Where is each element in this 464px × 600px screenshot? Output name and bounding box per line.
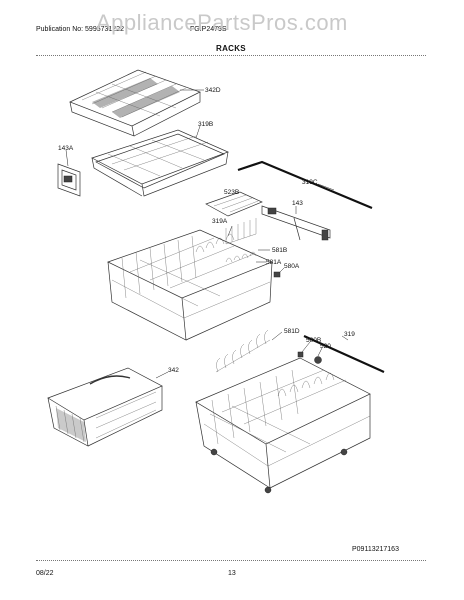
callout-319: 319 — [344, 331, 355, 338]
callout-520: 520 — [320, 343, 331, 350]
part-581A-drawing — [225, 251, 257, 263]
callout-580B: 580B — [306, 337, 321, 344]
part-319B-drawing — [91, 129, 229, 197]
header-divider — [36, 55, 426, 56]
lower-rack-drawing — [195, 357, 371, 494]
part-143A-drawing — [57, 163, 81, 197]
callout-581D: 581D — [284, 328, 300, 335]
part-319C-drawing — [237, 160, 373, 210]
callout-319B: 319B — [198, 121, 213, 128]
part-342-drawing — [47, 367, 163, 447]
footer-date: 08/22 — [36, 570, 54, 577]
part-319A-drawing — [107, 229, 273, 341]
part-581D-drawing — [215, 329, 271, 373]
part-319-drawing — [303, 334, 385, 374]
callout-342D: 342D — [205, 87, 221, 94]
callout-581B: 581B — [272, 247, 287, 254]
part-342D-drawing — [69, 69, 201, 137]
callout-319C: 319C — [302, 179, 318, 186]
model-number: FGIP2479S — [190, 26, 227, 33]
callout-319A: 319A — [212, 218, 228, 225]
callout-581A: 581A — [266, 259, 282, 266]
footer-divider — [36, 560, 426, 561]
part-143-drawing — [261, 205, 331, 241]
diagram-id: P09113217163 — [352, 546, 399, 553]
callout-342: 342 — [168, 367, 179, 374]
callout-523B: 523B — [224, 189, 239, 196]
callout-143A: 143A — [58, 145, 74, 152]
callout-580A: 580A — [284, 263, 300, 270]
part-580A-drawing — [273, 271, 281, 278]
watermark: AppliancePartsPros.com — [96, 10, 348, 35]
part-520-drawing — [314, 356, 322, 364]
part-581B-drawing — [225, 218, 257, 245]
publication-number: Publication No: 5995731222 — [36, 26, 124, 33]
part-523B-drawing — [205, 191, 263, 217]
callout-143: 143 — [292, 200, 303, 207]
page-number: 13 — [228, 570, 236, 577]
part-580B-drawing — [297, 351, 304, 358]
section-title: RACKS — [216, 44, 246, 53]
